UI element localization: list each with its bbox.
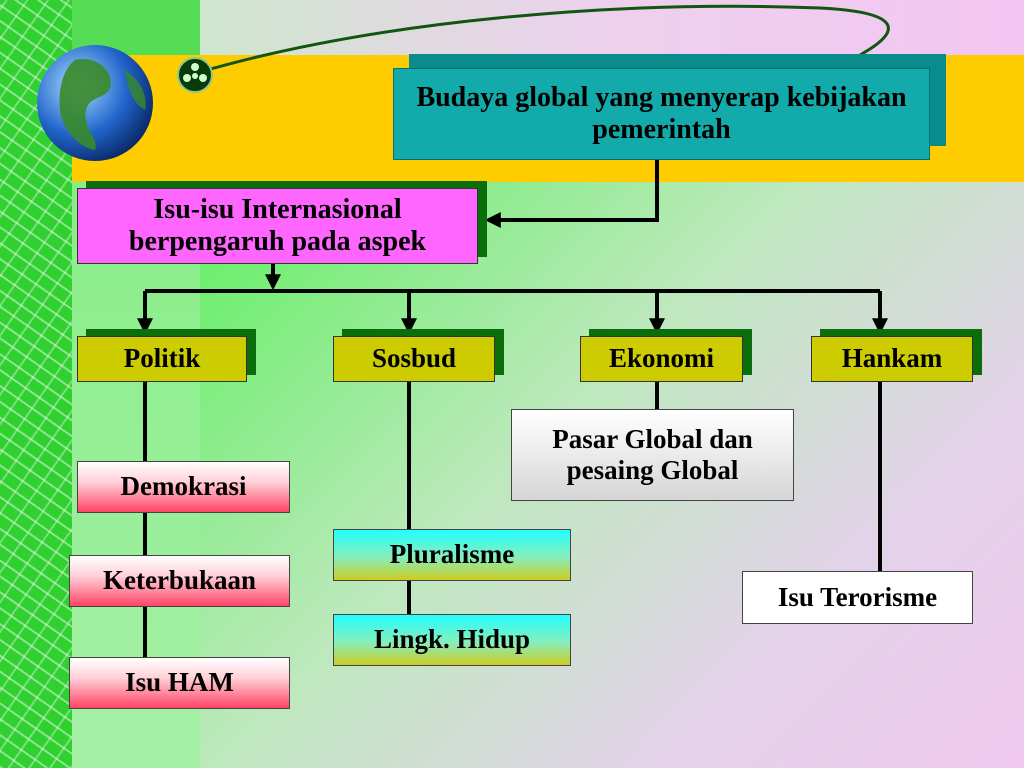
category-politik: Politik	[77, 336, 247, 382]
global-culture-box: Budaya global yang menyerap kebijakan pe…	[393, 68, 930, 160]
orbit-curve	[199, 4, 890, 74]
category-sosbud: Sosbud	[333, 336, 495, 382]
category-hankam: Hankam	[811, 336, 973, 382]
category-ekonomi: Ekonomi	[580, 336, 743, 382]
international-issues-box: Isu-isu Internasional berpengaruh pada a…	[77, 188, 478, 264]
item-keterbukaan: Keterbukaan	[69, 555, 290, 607]
item-demokrasi: Demokrasi	[77, 461, 290, 513]
item-pasar-global: Pasar Global dan pesaing Global	[511, 409, 794, 501]
orbit-node-icon	[177, 57, 213, 93]
item-lingk-hidup: Lingk. Hidup	[333, 614, 571, 666]
item-isu-terorisme: Isu Terorisme	[742, 571, 973, 624]
item-isu-ham: Isu HAM	[69, 657, 290, 709]
globe-icon	[37, 45, 153, 161]
item-pluralisme: Pluralisme	[333, 529, 571, 581]
